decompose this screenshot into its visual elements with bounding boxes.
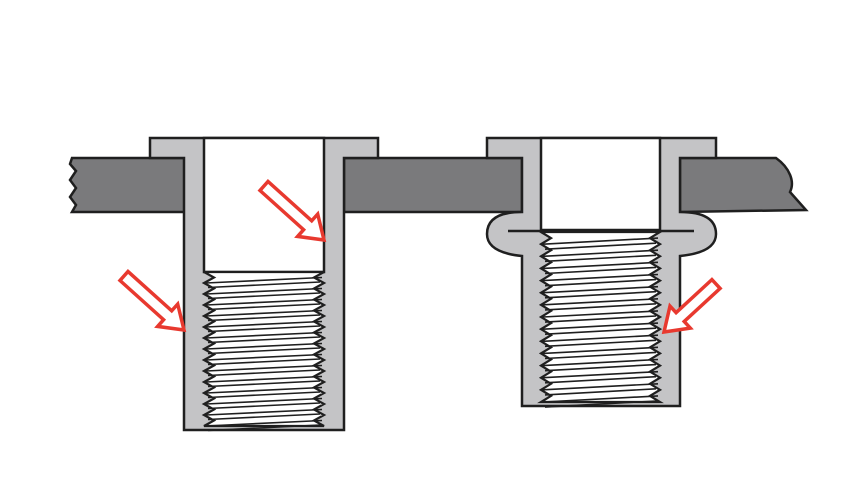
left-thread-helix-line [205,386,323,394]
left-thread-helix-line [207,369,321,377]
sheet-middle-segment [342,156,524,214]
callout-arrows [117,179,723,335]
left-thread-helix-line [205,397,323,405]
right-thread-helix-line [542,334,659,343]
left-thread-helix-line [205,331,323,339]
right-thread-helix-line [544,266,657,275]
sheet-left-segment [68,156,187,214]
right-thread-helix-line [544,363,657,372]
left-thread-helix-line [205,419,323,427]
right-thread-helix-line [542,346,659,355]
left-thread-helix-line [205,320,323,328]
left-thread-helix-line [205,364,323,372]
right-thread-helix-line [542,273,659,282]
right-nut-bore [539,136,662,232]
left-thread-helix-line [205,309,323,317]
left-thread-helix-line [207,424,321,432]
left-thread-helix-line [207,292,321,300]
right-thread-helix-line [542,249,659,258]
right-thread-helix-line [544,254,657,263]
installed-rivet-nut [485,136,718,408]
left-thread-helix-line [205,408,323,416]
left-nut-thread [201,270,327,432]
right-thread-helix-line [544,242,657,251]
uninstalled-rivet-nut [148,136,380,432]
left-thread-helix-line [205,298,323,306]
right-thread-helix-line [544,351,657,360]
right-thread-helix-line [544,400,657,408]
right-thread-helix-line [542,358,659,367]
left-thread-profile [201,270,327,428]
left-thread-helix-line [207,336,321,344]
bore-callout-arrow [257,179,327,243]
left-thread-helix-line [205,353,323,361]
left-thread-helix-line [207,402,321,410]
right-thread-helix-line [544,278,657,287]
right-thread-helix-line [542,310,659,318]
left-thread-helix-line [207,413,321,421]
right-thread-helix-line [542,261,659,270]
left-thread-helix-line [207,303,321,311]
outer-wall-callout-arrow [117,269,187,333]
left-nut-bore [202,136,326,274]
left-thread-helix-line [205,342,323,350]
right-thread-helix-line [544,303,657,311]
right-thread-helix-line [542,395,659,403]
installed-thread-callout-arrow [661,277,723,335]
left-thread-helix-line [207,358,321,366]
right-thread-helix-line [542,285,659,294]
right-thread-helix-line [542,322,659,330]
right-thread-helix-line [542,382,659,391]
left-thread-helix-line [207,347,321,355]
left-thread-helix-line [207,325,321,333]
right-thread-helix-line [544,290,657,299]
left-thread-helix-line [205,276,323,284]
right-thread-helix-line [542,297,659,306]
right-thread-profile [537,230,664,404]
sheet-right-segment [678,156,809,214]
left-thread-helix-line [205,287,323,295]
left-thread-helix-line [205,375,323,383]
right-thread-helix-line [544,339,657,348]
right-nut-thread [537,230,664,408]
right-thread-helix-line [544,375,657,384]
right-thread-helix-line [544,327,657,336]
right-thread-helix-line [544,315,657,323]
right-thread-helix-line [542,370,659,379]
right-thread-helix-line [544,388,657,396]
left-thread-helix-line [207,314,321,322]
right-thread-helix-line [542,237,659,245]
left-thread-helix-line [207,380,321,388]
sheet-metal-panel [68,156,809,214]
left-thread-helix-line [207,391,321,399]
left-thread-helix-line [207,281,321,289]
